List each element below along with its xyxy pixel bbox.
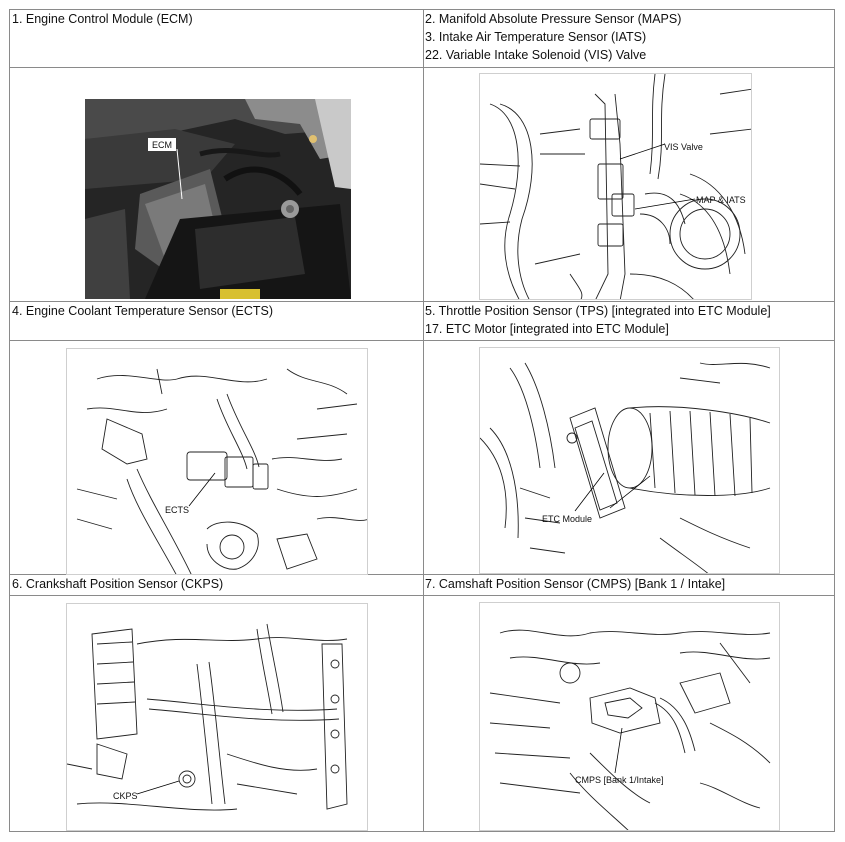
tps-header: 5. Throttle Position Sensor (TPS) [integ…	[425, 302, 771, 338]
row-divider	[10, 595, 834, 596]
column-divider	[423, 10, 424, 831]
row-divider	[10, 340, 834, 341]
header-line: 1. Engine Control Module (ECM)	[12, 12, 193, 26]
cmps-callout: CMPS [Bank 1/Intake]	[575, 775, 664, 785]
header-line: 6. Crankshaft Position Sensor (CKPS)	[12, 577, 224, 591]
maps-figure: VIS Valve MAP & IATS	[479, 73, 752, 300]
ects-figure: ECTS	[66, 348, 368, 575]
cmps-header: 7. Camshaft Position Sensor (CMPS) [Bank…	[425, 575, 725, 593]
ecm-photo: ECM	[85, 99, 351, 299]
maps-header: 2. Manifold Absolute Pressure Sensor (MA…	[425, 10, 681, 64]
header-line: 22. Variable Intake Solenoid (VIS) Valve	[425, 48, 647, 62]
vis-valve-callout: VIS Valve	[664, 142, 703, 152]
header-line: 4. Engine Coolant Temperature Sensor (EC…	[12, 304, 274, 318]
ckps-header: 6. Crankshaft Position Sensor (CKPS)	[12, 575, 223, 593]
header-line: 17. ETC Motor [integrated into ETC Modul…	[425, 322, 669, 336]
header-line: 2. Manifold Absolute Pressure Sensor (MA…	[425, 12, 682, 26]
header-line: 5. Throttle Position Sensor (TPS) [integ…	[425, 304, 771, 318]
cmps-figure: CMPS [Bank 1/Intake]	[479, 602, 780, 831]
ckps-figure: CKPS	[66, 603, 368, 831]
component-location-table	[9, 9, 835, 832]
ects-header: 4. Engine Coolant Temperature Sensor (EC…	[12, 302, 273, 320]
header-line: 3. Intake Air Temperature Sensor (IATS)	[425, 30, 647, 44]
ckps-callout: CKPS	[113, 791, 138, 801]
row-divider	[10, 574, 834, 575]
ects-callout: ECTS	[165, 505, 189, 515]
etc-module-callout: ETC Module	[542, 514, 592, 524]
row-divider	[10, 67, 834, 68]
row-divider	[10, 301, 834, 302]
ecm-header: 1. Engine Control Module (ECM)	[12, 10, 193, 28]
ecm-callout: ECM	[152, 140, 172, 150]
tps-figure: ETC Module	[479, 347, 780, 574]
header-line: 7. Camshaft Position Sensor (CMPS) [Bank…	[425, 577, 726, 591]
map-iats-callout: MAP & IATS	[696, 195, 746, 205]
